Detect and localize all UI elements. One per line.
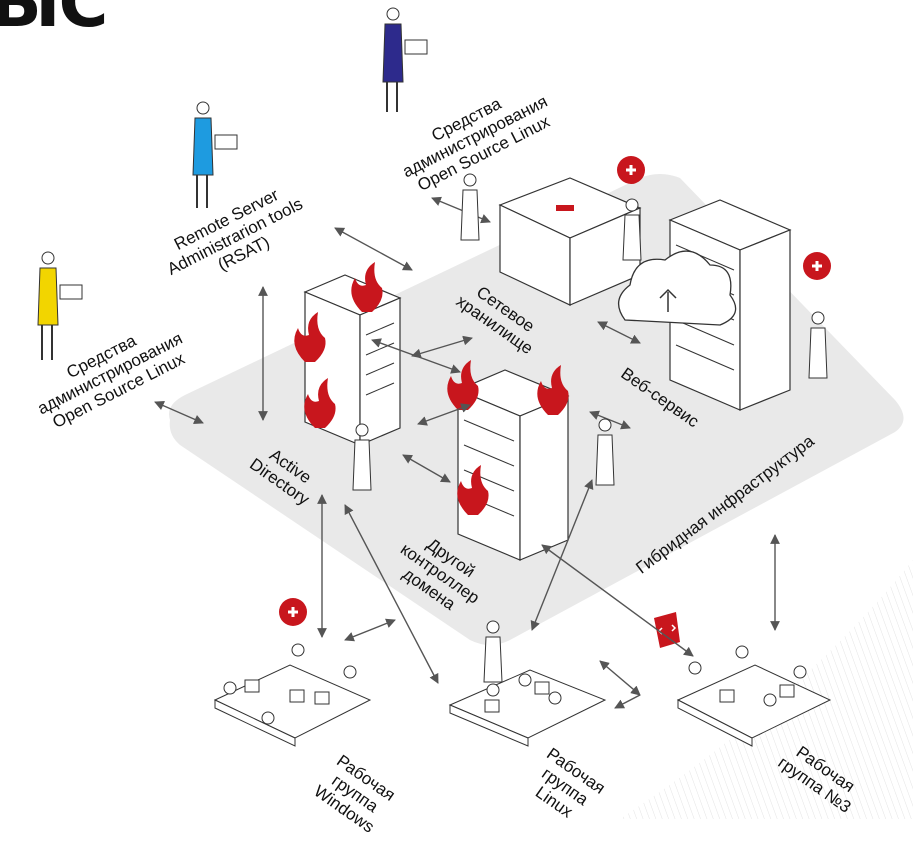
shield-plus-icon xyxy=(279,598,307,626)
background-hatch xyxy=(620,560,913,819)
storage-indicator xyxy=(556,205,574,211)
cloud-upload-icon xyxy=(618,250,737,326)
connection-arrows xyxy=(154,196,780,696)
workgroup-3-desks xyxy=(676,645,832,747)
header-fragment: ЫС xyxy=(0,0,108,43)
workgroup-windows-desks xyxy=(213,643,372,747)
storage-device xyxy=(498,177,642,306)
admin-figure-blue xyxy=(192,101,238,208)
technician-figures xyxy=(352,173,828,683)
admin-figure-yellow xyxy=(37,251,83,360)
shield-plus-icon xyxy=(803,252,831,280)
workgroup-linux-desks xyxy=(448,669,607,747)
admin-figure-navy xyxy=(382,7,428,112)
shield-plus-icon xyxy=(617,156,645,184)
diagram-graphics xyxy=(37,7,913,819)
flame-icon xyxy=(294,262,569,515)
